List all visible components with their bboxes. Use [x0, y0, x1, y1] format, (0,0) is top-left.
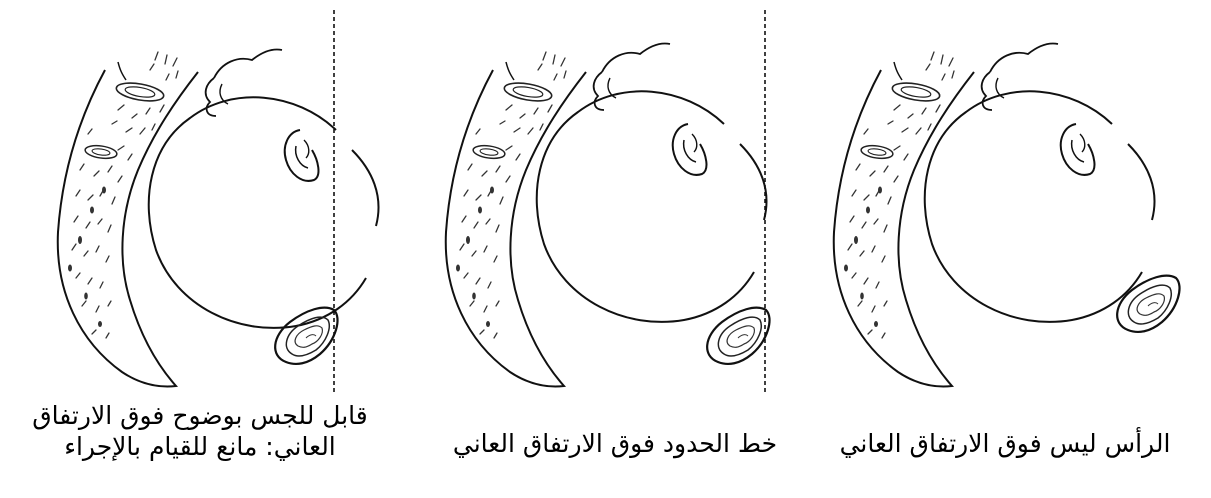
fetal-head-right — [925, 43, 1155, 321]
pubic-symphysis-left — [275, 308, 337, 364]
illustration-middle — [446, 43, 770, 386]
caption-right: الرأس ليس فوق الارتفاق العاني — [815, 428, 1195, 459]
sacrum-middle — [446, 52, 586, 386]
caption-left-line-2: العاني: مانع للقيام بالإجراء — [10, 431, 390, 462]
caption-middle-line-1: خط الحدود فوق الارتفاق العاني — [425, 428, 805, 459]
sacrum-left — [58, 52, 198, 386]
pubic-symphysis-middle — [707, 308, 769, 364]
pubic-symphysis-right — [1117, 276, 1179, 332]
illustration-left — [58, 10, 379, 395]
illustration-right — [834, 43, 1180, 386]
caption-right-line-1: الرأس ليس فوق الارتفاق العاني — [815, 428, 1195, 459]
caption-left: قابل للجس بوضوح فوق الارتفاق العاني: مان… — [10, 400, 390, 462]
sacrum-right — [834, 52, 974, 386]
caption-middle: خط الحدود فوق الارتفاق العاني — [425, 428, 805, 459]
caption-left-line-1: قابل للجس بوضوح فوق الارتفاق — [10, 400, 390, 431]
fetal-head-middle — [537, 43, 767, 321]
